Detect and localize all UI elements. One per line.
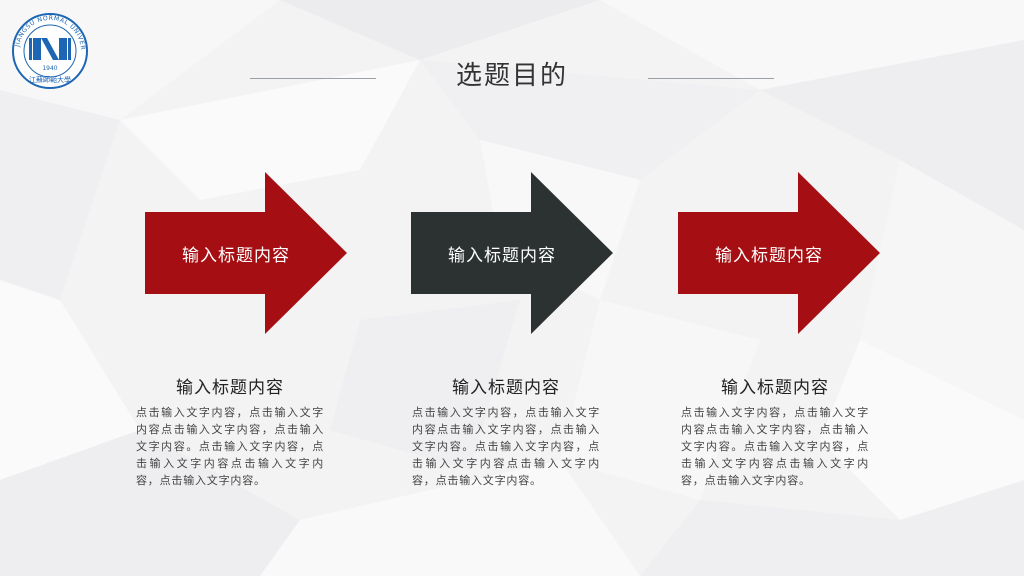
- content-card-1: 输入标题内容 点击输入文字内容，点击输入文字内容点击输入文字内容，点击输入文字内…: [132, 373, 328, 489]
- card-2-title[interactable]: 输入标题内容: [452, 378, 560, 398]
- content-card-2: 输入标题内容 点击输入文字内容，点击输入文字内容点击输入文字内容，点击输入文字内…: [408, 373, 604, 489]
- logo-year: 1940: [42, 65, 57, 72]
- arrow-3-label: 输入标题内容: [715, 245, 823, 266]
- arrow-shape-1[interactable]: 输入标题内容: [145, 172, 347, 334]
- page-title: 选题目的: [455, 61, 568, 91]
- card-1-title[interactable]: 输入标题内容: [176, 378, 284, 398]
- content-card-3: 输入标题内容 点击输入文字内容，点击输入文字内容点击输入文字内容，点击输入文字内…: [677, 373, 873, 489]
- title-divider-left: [250, 78, 376, 79]
- card-1-text[interactable]: 点击输入文字内容，点击输入文字内容点击输入文字内容，点击输入文字内容。点击输入文…: [136, 406, 324, 487]
- arrow-3-fill: [678, 172, 880, 334]
- arrow-shape-2[interactable]: 输入标题内容: [411, 172, 613, 334]
- page-header: 选题目的: [0, 50, 1024, 94]
- university-logo: JIANGSU NORMAL UNIVERSITY 1940 江蘇師範大學: [8, 7, 89, 90]
- logo-cn-name: 江蘇師範大學: [29, 75, 71, 84]
- card-2-text[interactable]: 点击输入文字内容，点击输入文字内容点击输入文字内容，点击输入文字内容。点击输入文…: [412, 406, 600, 487]
- arrow-2-fill: [411, 172, 613, 334]
- arrow-shape-3[interactable]: 输入标题内容: [678, 172, 880, 334]
- arrow-1-label: 输入标题内容: [182, 245, 290, 266]
- title-divider-right: [648, 78, 774, 79]
- arrow-1-fill: [145, 172, 347, 334]
- card-3-text[interactable]: 点击输入文字内容，点击输入文字内容点击输入文字内容，点击输入文字内容。点击输入文…: [681, 406, 869, 487]
- arrow-2-label: 输入标题内容: [448, 245, 556, 266]
- card-3-title[interactable]: 输入标题内容: [721, 378, 829, 398]
